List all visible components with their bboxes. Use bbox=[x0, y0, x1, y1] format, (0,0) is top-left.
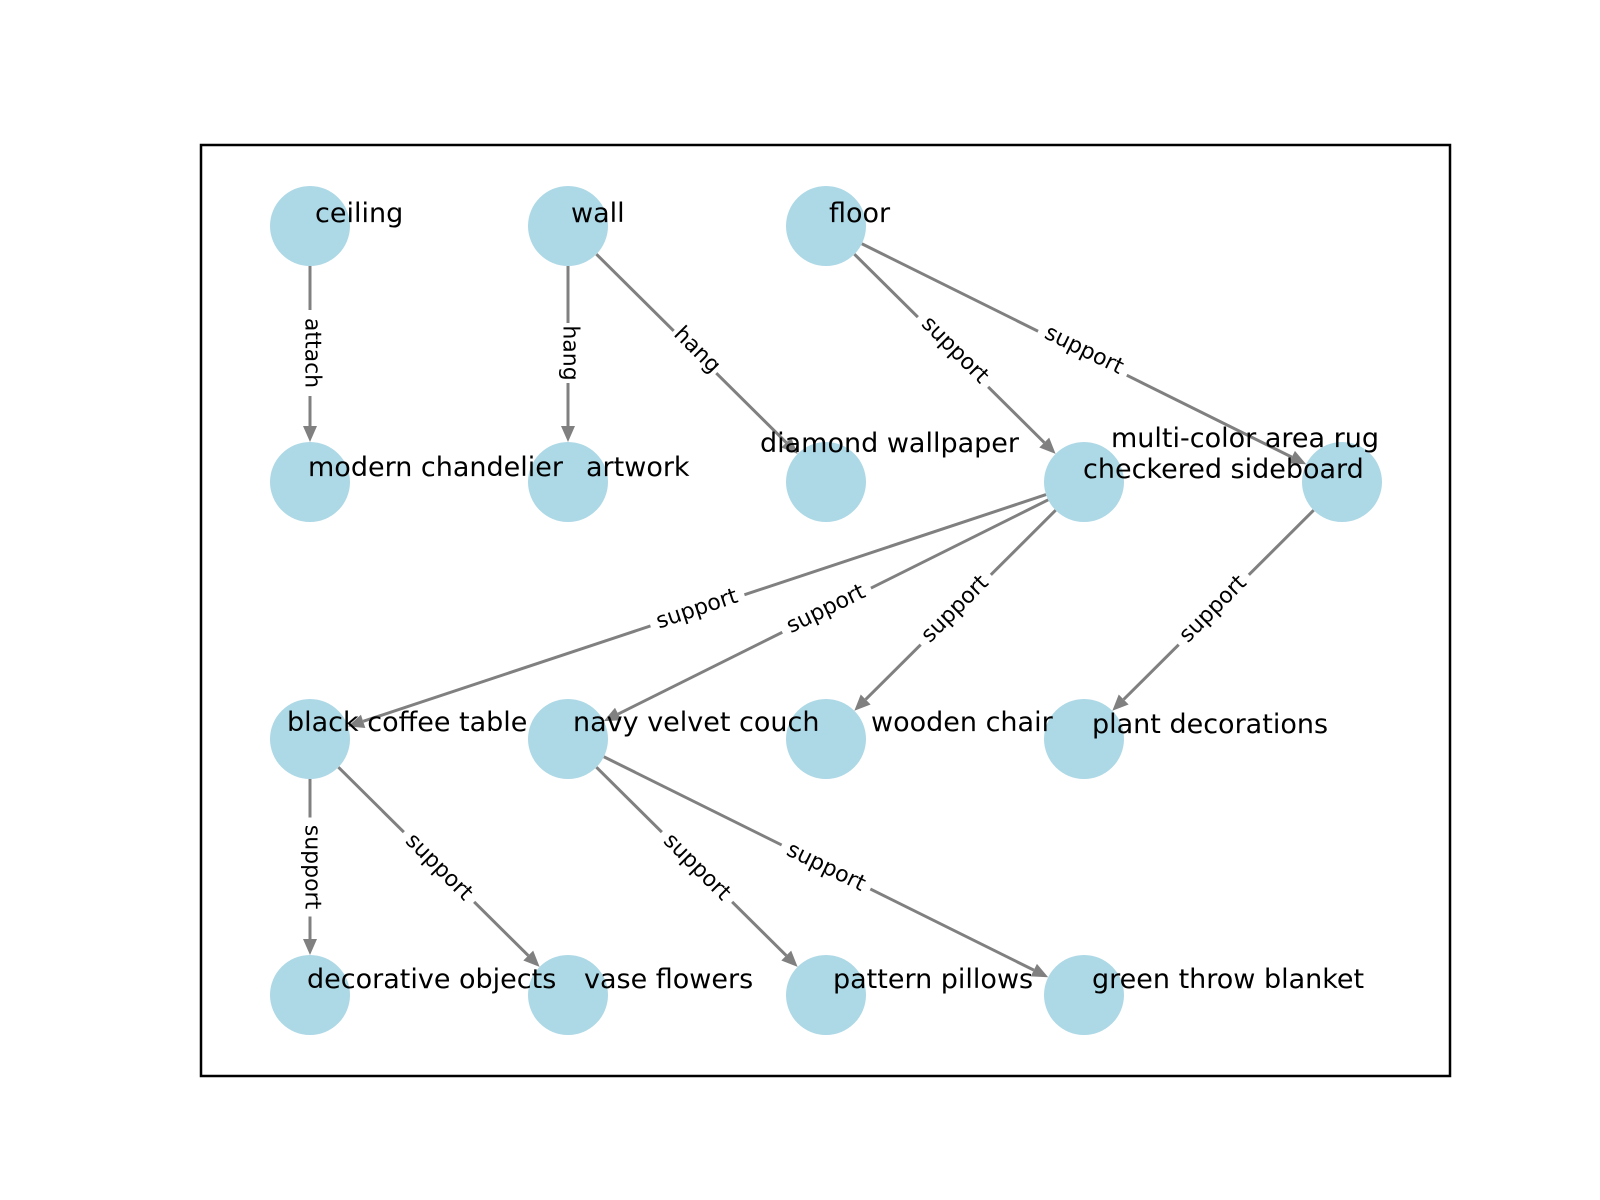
edge-label-background bbox=[301, 817, 323, 917]
arrowhead bbox=[781, 950, 798, 967]
node-decorative-objects bbox=[270, 955, 350, 1035]
edge-label-ceiling-to-modern-chandelier: attach bbox=[300, 310, 325, 396]
edge-label-checkered-sideboard-to-wooden-chair: support bbox=[912, 566, 998, 652]
plot-frame bbox=[199, 143, 1452, 1078]
arrowhead bbox=[1039, 437, 1056, 454]
node-label-artwork: artwork bbox=[586, 452, 690, 483]
node-wall bbox=[528, 186, 608, 266]
edge-label-background bbox=[912, 566, 998, 652]
node-label-ceiling: ceiling bbox=[315, 198, 403, 229]
node-label-modern-chandelier: modern chandelier bbox=[308, 452, 564, 483]
node-label-vase-flowers: vase flowers bbox=[584, 964, 753, 995]
edge-label-text: support bbox=[300, 825, 325, 910]
node-green-throw-blanket bbox=[1044, 955, 1124, 1035]
node-label-wall: wall bbox=[571, 198, 625, 229]
node-label-multi-color-area-rug: multi-color area rug bbox=[1111, 423, 1379, 454]
node-wooden-chair bbox=[786, 699, 866, 779]
arrowhead bbox=[561, 426, 575, 442]
node-diamond-wallpaper bbox=[786, 442, 866, 522]
edge-label-background bbox=[654, 824, 740, 910]
nodes-layer bbox=[270, 186, 1382, 1035]
node-label-wooden-chair: wooden chair bbox=[871, 707, 1054, 738]
node-checkered-sideboard bbox=[1044, 442, 1124, 522]
edge-label-background bbox=[776, 835, 876, 899]
edge-labels-layer: attach hang hang support support support suppo… bbox=[300, 307, 1256, 917]
edge-label-background bbox=[559, 323, 581, 383]
arrowhead bbox=[854, 694, 871, 711]
arrowhead bbox=[1288, 450, 1307, 465]
edge-label-background bbox=[912, 307, 998, 393]
edge-label-text: support bbox=[783, 837, 870, 897]
edge-label-background bbox=[1034, 318, 1134, 382]
edge-label-black-coffee-table-to-vase-flowers: support bbox=[396, 824, 482, 910]
node-label-decorative-objects: decorative objects bbox=[307, 964, 556, 995]
node-label-checkered-sideboard: checkered sideboard bbox=[1083, 454, 1364, 485]
node-label-pattern-pillows: pattern pillows bbox=[833, 964, 1033, 995]
node-navy-velvet-couch bbox=[528, 699, 608, 779]
edge-label-floor-to-checkered-sideboard: support bbox=[912, 307, 998, 393]
edge-label-multi-color-area-rug-to-plant-decorations: support bbox=[1170, 566, 1256, 652]
arrowhead bbox=[347, 714, 366, 728]
edge-label-floor-to-multi-color-area-rug: support bbox=[1034, 318, 1134, 382]
node-artwork bbox=[528, 442, 608, 522]
edge-label-background bbox=[646, 582, 748, 636]
edge-label-wall-to-diamond-wallpaper: hang bbox=[668, 321, 726, 379]
arrowhead bbox=[1112, 694, 1129, 711]
node-pattern-pillows bbox=[786, 955, 866, 1035]
node-modern-chandelier bbox=[270, 442, 350, 522]
edge-label-background bbox=[668, 321, 726, 379]
node-label-plant-decorations: plant decorations bbox=[1092, 709, 1328, 740]
edge-label-background bbox=[1170, 566, 1256, 652]
edge-label-checkered-sideboard-to-black-coffee-table: support bbox=[646, 582, 748, 636]
edge-label-text: support bbox=[658, 828, 736, 906]
node-label-diamond-wallpaper: diamond wallpaper bbox=[760, 428, 1020, 459]
node-label-floor: floor bbox=[829, 198, 891, 229]
edge-label-background bbox=[396, 824, 482, 910]
edge-label-text: support bbox=[400, 828, 478, 906]
arrowhead bbox=[603, 707, 622, 722]
edge-label-text: support bbox=[916, 311, 994, 389]
node-labels-layer: ceiling wall floor modern chandelier artwork… bbox=[287, 198, 1379, 995]
edge-label-text: hang bbox=[558, 325, 583, 380]
edge-label-navy-velvet-couch-to-pattern-pillows: support bbox=[654, 824, 740, 910]
node-ceiling bbox=[270, 186, 350, 266]
edge-label-wall-to-artwork: hang bbox=[558, 323, 583, 383]
edge-label-background bbox=[776, 577, 876, 641]
arrowhead bbox=[1030, 963, 1049, 978]
arrowhead bbox=[303, 426, 317, 442]
edge-label-black-coffee-table-to-decorative-objects: support bbox=[300, 817, 325, 917]
edge-label-text: attach bbox=[300, 318, 325, 388]
node-label-navy-velvet-couch: navy velvet couch bbox=[573, 707, 819, 738]
node-label-black-coffee-table: black coffee table bbox=[287, 707, 527, 738]
edge-label-text: support bbox=[916, 570, 994, 648]
arrowhead bbox=[303, 939, 317, 955]
node-label-green-throw-blanket: green throw blanket bbox=[1092, 964, 1364, 995]
node-multi-color-area-rug bbox=[1302, 442, 1382, 522]
edge-label-text: support bbox=[1041, 320, 1128, 380]
node-plant-decorations bbox=[1044, 699, 1124, 779]
node-vase-flowers bbox=[528, 955, 608, 1035]
edge-label-checkered-sideboard-to-navy-velvet-couch: support bbox=[776, 577, 876, 641]
arrowhead bbox=[523, 950, 540, 967]
edge-label-text: support bbox=[1174, 570, 1252, 648]
node-floor bbox=[786, 186, 866, 266]
arrowhead bbox=[781, 437, 798, 454]
edge-label-background bbox=[301, 310, 323, 396]
node-black-coffee-table bbox=[270, 699, 350, 779]
edge-label-navy-velvet-couch-to-green-throw-blanket: support bbox=[776, 835, 876, 899]
edge-label-text: support bbox=[783, 579, 870, 639]
edge-label-text: support bbox=[653, 584, 741, 635]
